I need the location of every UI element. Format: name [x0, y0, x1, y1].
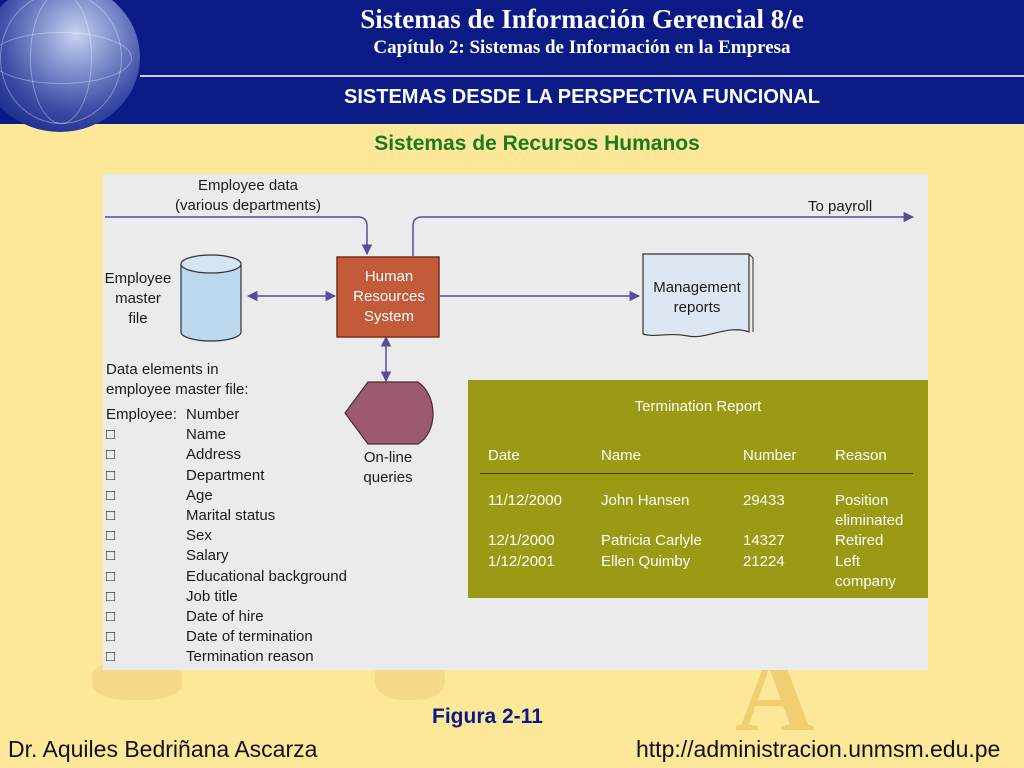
row-3-name: Ellen Quimby — [601, 553, 691, 570]
data-element-item: Department — [186, 466, 265, 484]
row-1-date: 11/12/2000 — [488, 492, 562, 509]
data-element-item: Date of hire — [186, 608, 264, 625]
hr-system-label-2: Resources — [353, 288, 425, 305]
row-2-reason-1: Retired — [835, 532, 884, 549]
employee-data-arrow — [105, 216, 373, 256]
queries-label-2: queries — [363, 469, 413, 486]
row-1-reason-1: Position — [835, 492, 889, 509]
data-element-item: Age — [186, 486, 213, 504]
row-2-number: 14327 — [743, 532, 785, 549]
employee-data-label-2: (various departments) — [175, 197, 321, 214]
employee-prefix-label: Employee: — [106, 406, 177, 423]
checkbox-icon: □ — [106, 648, 116, 666]
checkbox-icon: □ — [106, 527, 116, 545]
data-elements-title-2: employee master file: — [106, 381, 249, 398]
data-element-item: Marital status — [186, 507, 276, 524]
checkbox-icon: □ — [106, 547, 116, 565]
row-3-date: 1/12/2001 — [488, 553, 555, 570]
hr-system-diagram: Employee data (various departments) To p… — [103, 174, 928, 670]
hr-system-label-3: System — [363, 308, 414, 325]
employee-data-label-1: Employee data — [197, 177, 299, 194]
checkbox-icon: □ — [106, 628, 116, 646]
data-element-item: Number — [186, 406, 240, 423]
column-header-number: Number — [743, 447, 797, 464]
footer-url[interactable]: http://administracion.unmsm.edu.pe — [636, 736, 1001, 762]
reports-label-2: reports — [673, 299, 721, 316]
row-2-name: Patricia Carlyle — [601, 532, 702, 549]
row-3-reason-2: company — [835, 573, 896, 590]
queries-label-1: On-line — [363, 449, 413, 466]
slide-title: Sistemas de Información Gerencial 8/e — [360, 4, 804, 34]
checkbox-icon: □ — [106, 567, 116, 585]
master-file-label-3: file — [128, 310, 148, 327]
to-payroll-arrow — [412, 211, 915, 256]
to-payroll-label: To payroll — [808, 198, 873, 215]
checkbox-icon: □ — [106, 426, 116, 444]
section-title: SISTEMAS DESDE LA PERSPECTIVA FUNCIONAL — [344, 86, 820, 108]
checkbox-icon: □ — [106, 446, 116, 464]
data-elements-title-1: Data elements in — [106, 361, 219, 378]
reports-label-1: Management — [653, 279, 741, 296]
header-divider-line — [480, 473, 913, 474]
checkbox-icon: □ — [106, 466, 116, 484]
row-1-name: John Hansen — [601, 492, 690, 509]
globe-logo — [0, 0, 140, 132]
row-1-reason-2: eliminated — [835, 512, 904, 529]
checkbox-icon: □ — [106, 507, 116, 524]
online-queries-shape — [344, 381, 434, 445]
row-2-date: 12/1/2000 — [488, 532, 555, 549]
data-element-item: Educational background — [186, 567, 347, 585]
data-element-item: Salary — [186, 547, 229, 565]
checkbox-icon: □ — [106, 486, 116, 504]
slide-header: Sistemas de Información Gerencial 8/e Ca… — [0, 0, 1024, 132]
diagram-graphics — [105, 211, 915, 445]
data-element-item: Name — [186, 426, 227, 444]
hr-system-label-1: Human — [364, 268, 414, 285]
hr-system-box — [336, 256, 440, 338]
column-header-date: Date — [488, 447, 520, 464]
row-1-number: 29433 — [743, 492, 785, 509]
master-file-label-2: master — [115, 290, 161, 307]
master-file-cylinder — [180, 254, 242, 342]
column-header-reason: Reason — [835, 447, 887, 464]
master-file-label-1: Employee — [104, 270, 172, 287]
management-reports-document — [642, 253, 754, 338]
row-3-number: 21224 — [743, 553, 785, 570]
column-header-name: Name — [601, 447, 642, 464]
checkbox-icon: □ — [106, 608, 116, 625]
slide-subtitle: Sistemas de Recursos Humanos — [374, 132, 700, 155]
footer-author: Dr. Aquiles Bedriñana Ascarza — [8, 736, 318, 762]
termination-report-title: Termination Report — [634, 398, 762, 415]
data-element-item: Termination reason — [186, 648, 314, 666]
data-element-item: Date of termination — [186, 628, 313, 646]
data-element-item: Sex — [186, 527, 212, 545]
row-3-reason-1: Left — [835, 553, 861, 570]
figure-label: Figura 2-11 — [432, 705, 543, 728]
chapter-title: Capítulo 2: Sistemas de Información en l… — [373, 37, 791, 58]
data-element-item: Address — [186, 446, 242, 464]
checkbox-icon: □ — [106, 587, 116, 605]
termination-report-panel: Termination Report Date Name Number Reas… — [468, 380, 928, 598]
data-element-item: Job title — [186, 587, 238, 605]
header-divider — [140, 75, 1024, 77]
